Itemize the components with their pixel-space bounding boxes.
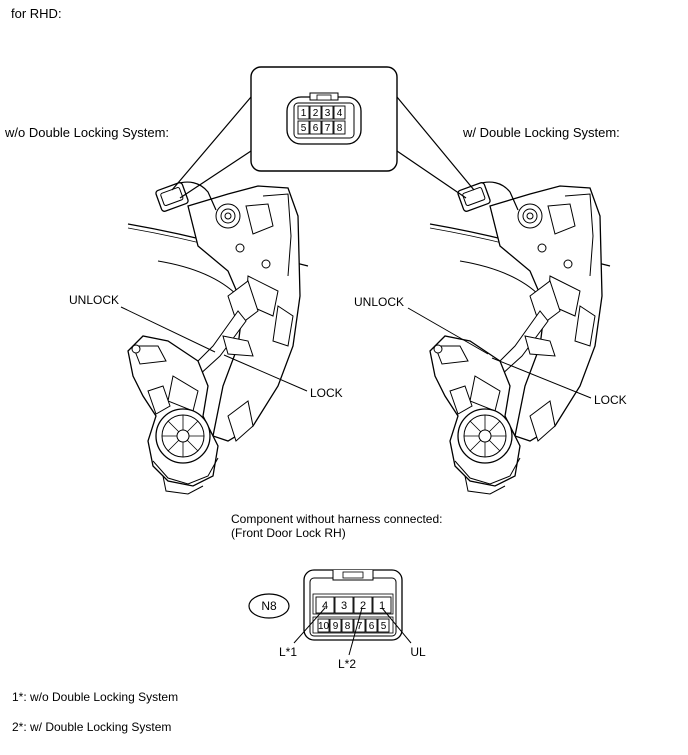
left-door-lock-assembly bbox=[127, 181, 309, 495]
left-lock-leader bbox=[223, 354, 308, 392]
pin-cell bbox=[333, 105, 346, 120]
connector-id-text: N8 bbox=[261, 599, 277, 613]
pin-cell bbox=[309, 105, 322, 120]
right-unlock-label: UNLOCK bbox=[354, 295, 405, 309]
callout-ul-leader bbox=[381, 607, 412, 644]
left-unlock-label: UNLOCK bbox=[69, 293, 120, 307]
callout-line-left bbox=[171, 96, 252, 191]
pin-label: 6 bbox=[313, 123, 319, 134]
pin-label: 8 bbox=[337, 123, 343, 134]
pin-cell bbox=[377, 618, 390, 633]
component-caption-line1: Component without harness connected: bbox=[231, 512, 443, 526]
right-lock-leader bbox=[491, 357, 592, 399]
right-lock-label: LOCK bbox=[594, 393, 627, 407]
left-lock-label: LOCK bbox=[310, 386, 343, 400]
pin-label: 5 bbox=[381, 621, 387, 632]
pin-label: 2 bbox=[360, 600, 366, 612]
callout-l2: L*2 bbox=[338, 657, 356, 671]
pin-cell bbox=[341, 618, 354, 633]
footnote-2: 2*: w/ Double Locking System bbox=[12, 720, 172, 734]
pin-cell bbox=[353, 618, 366, 633]
callout-l1: L*1 bbox=[279, 645, 297, 659]
callout-line-left-2 bbox=[179, 150, 252, 199]
pin-cell bbox=[353, 596, 373, 614]
right-door-lock-assembly bbox=[429, 181, 611, 495]
pin-label: 4 bbox=[337, 108, 343, 119]
pin-label: 3 bbox=[341, 600, 347, 612]
connector-id-badge bbox=[248, 593, 290, 619]
pin-cell bbox=[333, 120, 346, 135]
pin-label: 2 bbox=[313, 108, 319, 119]
callout-l2-leader bbox=[348, 607, 363, 656]
pin-label: 10 bbox=[318, 621, 330, 632]
left-unlock-leader bbox=[120, 306, 216, 353]
component-caption-line2: (Front Door Lock RH) bbox=[231, 526, 346, 540]
pin-cell bbox=[297, 120, 310, 135]
pin-cell bbox=[297, 105, 310, 120]
pin-cell bbox=[334, 596, 354, 614]
pin-label: 1 bbox=[301, 108, 307, 119]
pin-cell bbox=[315, 596, 335, 614]
pin-label: 8 bbox=[345, 621, 351, 632]
pin-cell bbox=[309, 120, 322, 135]
pin-label: 9 bbox=[333, 621, 339, 632]
page-title: for RHD: bbox=[11, 6, 62, 21]
callout-line-right-2 bbox=[396, 150, 467, 199]
callout-line-right bbox=[396, 96, 475, 191]
pin-label: 6 bbox=[369, 621, 375, 632]
pin-cell bbox=[329, 618, 342, 633]
pin-label: 1 bbox=[379, 600, 385, 612]
callout-l1-leader bbox=[293, 607, 326, 644]
pin-label: 7 bbox=[357, 621, 363, 632]
pin-label: 5 bbox=[301, 123, 307, 134]
pin-cell bbox=[372, 596, 392, 614]
left-view-title: w/o Double Locking System: bbox=[5, 125, 170, 140]
footnote-1: 1*: w/o Double Locking System bbox=[12, 690, 179, 704]
pin-cell bbox=[317, 618, 330, 633]
pin-cell bbox=[365, 618, 378, 633]
right-unlock-leader bbox=[407, 307, 489, 355]
callout-ul: UL bbox=[410, 645, 426, 659]
pin-label: 3 bbox=[325, 108, 331, 119]
pin-cell bbox=[321, 120, 334, 135]
pin-label: 7 bbox=[325, 123, 331, 134]
pin-label: 4 bbox=[322, 600, 328, 612]
pin-cell bbox=[321, 105, 334, 120]
right-view-title: w/ Double Locking System: bbox=[463, 125, 620, 140]
